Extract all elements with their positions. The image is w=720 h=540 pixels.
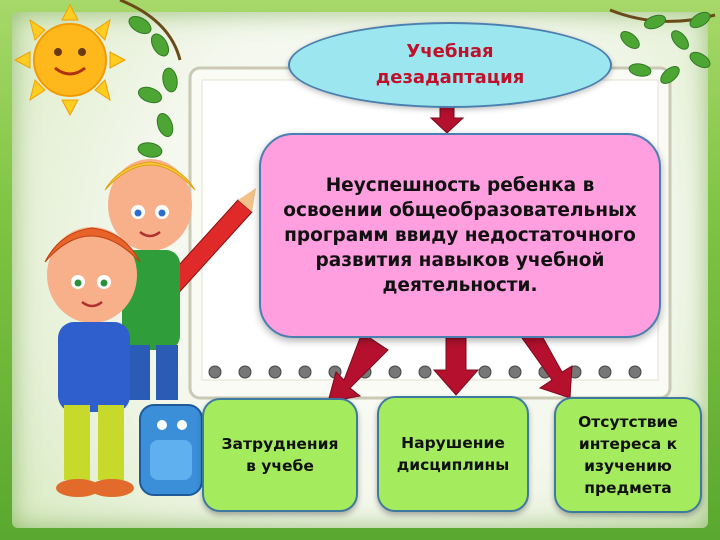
main-node-label: Неуспешность ребенка в освоении общеобра…	[283, 175, 637, 296]
leaf-node-no-interest: Отсутствие интереса к изучению предмета	[554, 397, 702, 513]
leaf-node-discipline: Нарушение дисциплины	[377, 396, 529, 512]
leaves-icon	[609, 8, 716, 84]
top-node-label: Учебная дезадаптация	[375, 41, 525, 88]
connector-arrows	[327, 104, 573, 403]
leaf-node-difficulties: Затруднения в учебе	[202, 398, 358, 512]
sun-icon	[13, 3, 127, 117]
leaves-icon	[119, 0, 182, 158]
children-with-pencil-illustration	[44, 159, 256, 497]
main-node: Неуспешность ребенка в освоении общеобра…	[259, 133, 661, 338]
leaf-label: Затруднения в учебе	[221, 435, 339, 475]
top-node: Учебная дезадаптация	[288, 22, 612, 108]
leaf-label: Нарушение дисциплины	[396, 434, 510, 474]
backpack-icon	[139, 404, 203, 496]
leaf-label: Отсутствие интереса к изучению предмета	[578, 413, 678, 497]
arrow-main-to-right	[521, 335, 573, 399]
arrow-main-to-center	[432, 337, 480, 396]
